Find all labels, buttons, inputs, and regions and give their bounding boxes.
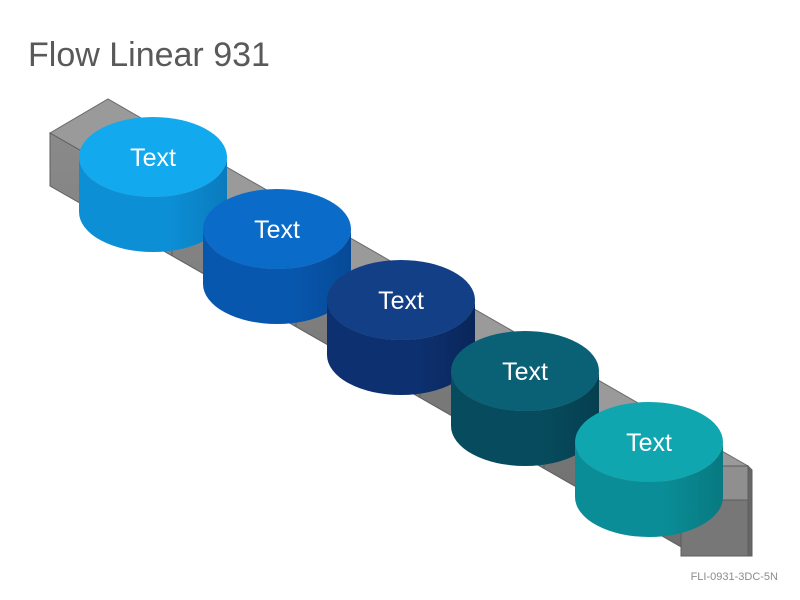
flow-step-4: Text bbox=[451, 331, 599, 466]
step-label: Text bbox=[378, 287, 424, 315]
flow-step-1: Text bbox=[79, 117, 227, 252]
cylinder-side bbox=[327, 300, 475, 395]
page-title: Flow Linear 931 bbox=[28, 36, 270, 74]
cylinder-top bbox=[327, 260, 475, 340]
cylinder-top bbox=[203, 189, 351, 269]
cylinder-top bbox=[79, 117, 227, 197]
cylinder-side bbox=[203, 229, 351, 324]
step-label: Text bbox=[254, 216, 300, 244]
cylinder-top bbox=[451, 331, 599, 411]
arrow-head-side bbox=[747, 464, 753, 557]
flow-step-2: Text bbox=[203, 189, 351, 324]
step-label: Text bbox=[626, 429, 672, 457]
diagram-code: FLI-0931-3DC-5N bbox=[690, 571, 778, 583]
cylinder-side bbox=[79, 157, 227, 252]
flow-step-5: Text bbox=[575, 402, 723, 537]
step-label: Text bbox=[502, 358, 548, 386]
flow-step-3: Text bbox=[327, 260, 475, 395]
cylinder-side bbox=[451, 371, 599, 466]
cylinder-side bbox=[575, 442, 723, 537]
cylinder-top bbox=[575, 402, 723, 482]
step-label: Text bbox=[130, 144, 176, 172]
